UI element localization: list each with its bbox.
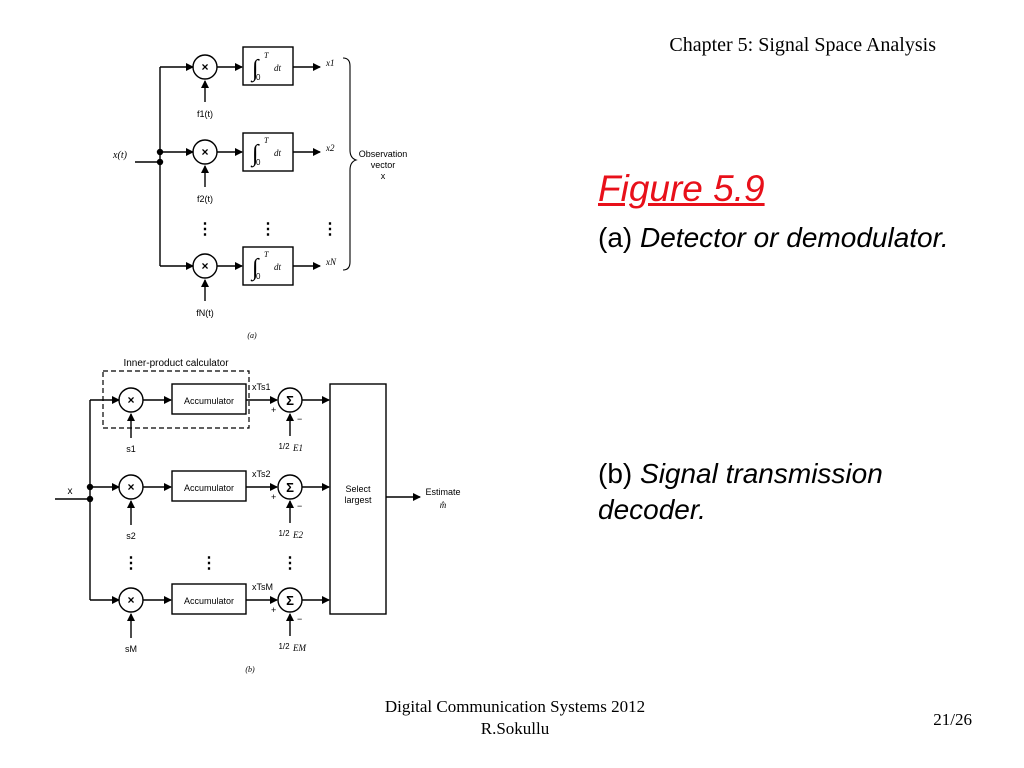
integral-symbol-1: ∫ T 0 dt	[250, 51, 282, 83]
energy-label-m: EM	[292, 643, 306, 653]
svg-text:0: 0	[256, 73, 261, 82]
svg-text:×: ×	[201, 145, 208, 159]
svg-text:+: +	[271, 405, 276, 415]
input-label-a: x(t)	[112, 150, 128, 161]
svg-text:×: ×	[127, 593, 134, 607]
svg-text:⋮: ⋮	[123, 555, 139, 572]
svg-text:⋮: ⋮	[282, 555, 298, 572]
svg-text:⋮: ⋮	[201, 555, 217, 572]
svg-text:−: −	[297, 614, 302, 624]
input-label-b: x	[68, 486, 73, 497]
select-label-line2: largest	[344, 495, 372, 505]
caption-a: (a) Detector or demodulator.	[598, 220, 978, 256]
svg-text:Accumulator: Accumulator	[184, 396, 234, 406]
decoder-diagram	[55, 370, 421, 638]
svg-text:∫: ∫	[250, 255, 260, 282]
svg-text:×: ×	[127, 393, 134, 407]
svg-text:∫: ∫	[250, 141, 260, 168]
footer-course: Digital Communication Systems 2012	[384, 697, 646, 716]
svg-text:Accumulator: Accumulator	[184, 483, 234, 493]
signal-label-2: s2	[126, 531, 136, 541]
half-label-m: 1/2	[278, 642, 290, 651]
svg-text:−: −	[297, 414, 302, 424]
accumulator-1	[171, 383, 247, 415]
brace-label-line2: vector	[371, 160, 396, 170]
signal-label-m: sM	[125, 644, 137, 654]
svg-text:0: 0	[256, 158, 261, 167]
estimate-label: Estimate	[425, 487, 460, 497]
product-label-m: xTsM	[252, 582, 273, 592]
chapter-header: Chapter 5: Signal Space Analysis	[669, 34, 936, 56]
output-label-n: xN	[325, 257, 337, 267]
accumulator-2	[171, 470, 247, 502]
decoder-labels: Inner-product calculator x x × × × Accum…	[68, 358, 461, 674]
output-label-2: x2	[325, 143, 335, 153]
caption-a-text: Detector or demodulator.	[632, 222, 949, 253]
svg-text:Accumulator: Accumulator	[184, 596, 234, 606]
signal-label-1: s1	[126, 444, 136, 454]
svg-text:⋮: ⋮	[322, 221, 338, 238]
brace-label-line3: x	[381, 171, 386, 181]
output-label-1: x1	[325, 58, 335, 68]
svg-text:Σ: Σ	[286, 480, 294, 495]
svg-text:⋮: ⋮	[260, 221, 276, 238]
svg-text:Σ: Σ	[286, 393, 294, 408]
caption-b: (b) Signal transmission decoder.	[598, 456, 978, 528]
detector-labels: x(t) × × × ∫ T 0 dt ∫ T 0 dt ∫ T 0 dt f1…	[112, 51, 407, 340]
svg-text:Σ: Σ	[286, 593, 294, 608]
sublabel-a: (a)	[247, 331, 257, 340]
svg-text:T: T	[264, 51, 269, 60]
accumulator-m	[171, 583, 247, 615]
page-number: 21/26	[933, 710, 972, 729]
svg-text:×: ×	[201, 60, 208, 74]
footer-author: R.Sokullu	[480, 719, 550, 738]
product-label-1: xTs1	[252, 382, 271, 392]
select-largest-box	[329, 383, 387, 615]
svg-text:×: ×	[127, 480, 134, 494]
svg-text:dt: dt	[274, 63, 282, 73]
svg-text:+: +	[271, 492, 276, 502]
svg-text:∫: ∫	[250, 56, 260, 83]
svg-text:T: T	[264, 250, 269, 259]
integral-symbol-2: ∫ T 0 dt	[250, 136, 282, 168]
basis-label-2: f2(t)	[197, 194, 213, 204]
svg-text:dt: dt	[274, 262, 282, 272]
detector-diagram	[135, 46, 358, 301]
integral-symbol-n: ∫ T 0 dt	[250, 250, 282, 282]
caption-a-label: (a)	[598, 222, 633, 253]
svg-text:+: +	[271, 605, 276, 615]
svg-text:0: 0	[256, 272, 261, 281]
figure-title: Figure 5.9	[598, 168, 765, 209]
basis-label-1: f1(t)	[197, 109, 213, 119]
half-label-1: 1/2	[278, 442, 290, 451]
select-label-line1: Select	[345, 484, 371, 494]
footer: Digital Communication Systems 2012 R.Sok…	[340, 696, 690, 740]
caption-b-label: (b)	[598, 458, 633, 489]
sublabel-b: (b)	[245, 665, 255, 674]
svg-text:⋮: ⋮	[197, 221, 213, 238]
integrator-1	[242, 46, 294, 86]
energy-label-2: E2	[292, 530, 303, 540]
energy-label-1: E1	[292, 443, 303, 453]
svg-text:−: −	[297, 501, 302, 511]
svg-text:T: T	[264, 136, 269, 145]
product-label-2: xTs2	[252, 469, 271, 479]
inner-product-label: Inner-product calculator	[123, 358, 229, 369]
half-label-2: 1/2	[278, 529, 290, 538]
brace-label-line1: Observation	[359, 149, 408, 159]
basis-label-n: fN(t)	[196, 308, 214, 318]
estimate-symbol: m̂	[440, 500, 447, 510]
svg-text:dt: dt	[274, 148, 282, 158]
caption-b-text: Signal transmission decoder.	[598, 458, 883, 525]
svg-text:×: ×	[201, 259, 208, 273]
